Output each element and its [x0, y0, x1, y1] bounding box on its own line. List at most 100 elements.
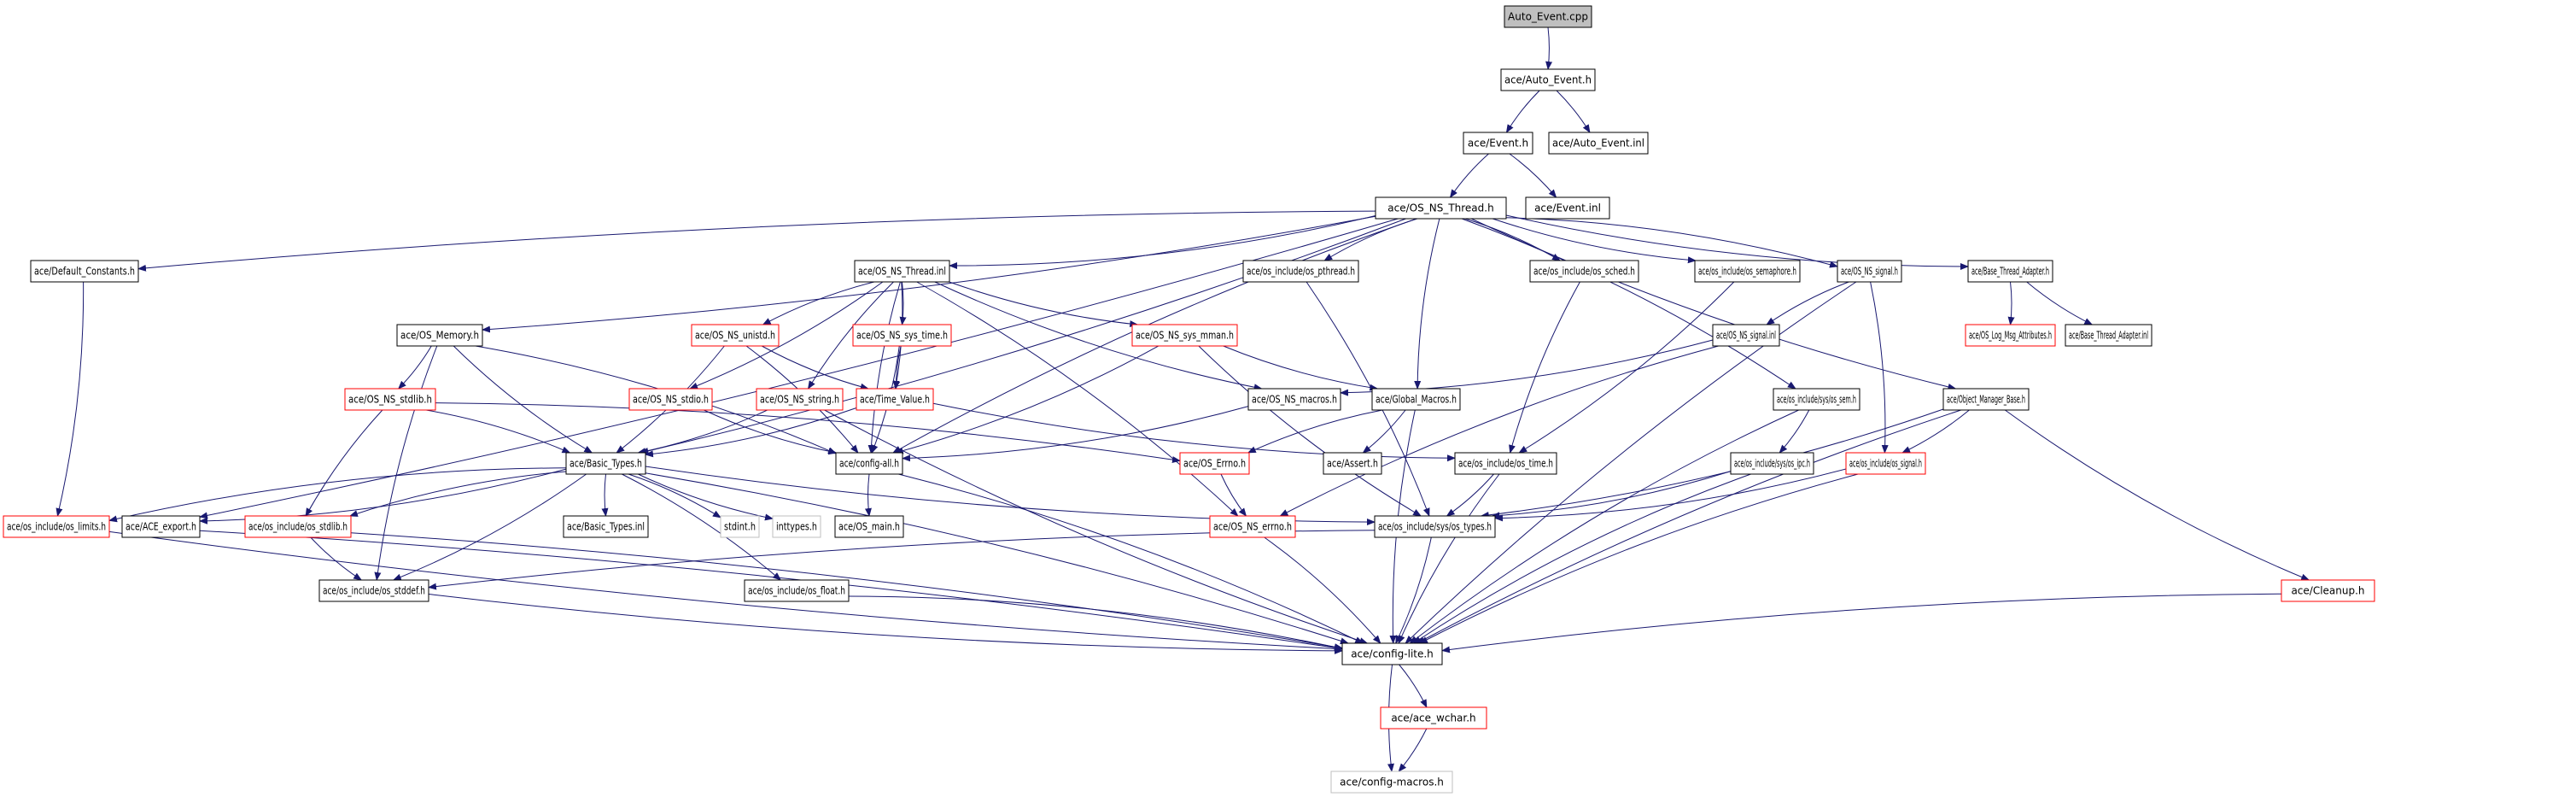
node-base_thread_adapter_h[interactable]: ace/Base_Thread_Adapter.h: [1967, 260, 2053, 283]
node-os_signal_h[interactable]: ace/os_include/os_signal.h: [1845, 452, 1926, 475]
edge-object_manager_base_h-to-os_signal_h: [1901, 409, 1970, 454]
node-event_inl[interactable]: ace/Event.inl: [1525, 196, 1610, 220]
node-os_semaphore_h[interactable]: ace/os_include/os_semaphore.h: [1694, 260, 1801, 283]
node-label: ace/Auto_Event.h: [1504, 74, 1592, 86]
node-os_main_h[interactable]: ace/OS_main.h: [834, 515, 904, 538]
node-os_ns_stdlib_h[interactable]: ace/OS_NS_stdlib.h: [344, 388, 436, 411]
node-os_time_h[interactable]: ace/os_include/os_time.h: [1454, 452, 1557, 475]
node-auto_event_h[interactable]: ace/Auto_Event.h: [1500, 68, 1596, 91]
node-os_ns_stdio_h[interactable]: ace/OS_NS_stdio.h: [628, 388, 713, 411]
node-label: ace/Object_Manager_Base.h: [1947, 394, 2025, 406]
node-os_sched_h[interactable]: ace/os_include/os_sched.h: [1529, 260, 1639, 283]
node-label: ace/os_include/sys/os_sem.h: [1777, 394, 1856, 406]
node-object_manager_base_h[interactable]: ace/Object_Manager_Base.h: [1942, 388, 2030, 411]
node-os_log_msg_attributes_h[interactable]: ace/OS_Log_Msg_Attributes.h: [1965, 324, 2056, 347]
node-box: [1837, 260, 1902, 283]
edge-os_ns_sys_time_h-to-time_value_h: [892, 345, 902, 390]
edge-os_ns_stdlib_h-to-basic_types_h: [426, 409, 571, 454]
node-box: [772, 515, 821, 538]
node-box: [628, 388, 713, 411]
node-cleanup_h[interactable]: ace/Cleanup.h: [2281, 579, 2375, 602]
node-box: [2065, 324, 2153, 347]
edge-os_ns_stdlib_h-to-os_errno_h: [435, 402, 1181, 464]
node-base_thread_adapter_inl[interactable]: ace/Base_Thread_Adapter.inl: [2065, 324, 2153, 347]
node-auto_event_inl[interactable]: ace/Auto_Event.inl: [1548, 132, 1649, 155]
node-os_ns_errno_h[interactable]: ace/OS_NS_errno.h: [1209, 515, 1296, 538]
node-label: ace/Default_Constants.h: [34, 266, 135, 278]
node-auto_event_cpp[interactable]: Auto_Event.cpp: [1504, 5, 1592, 28]
edge-os_ns_thread_h-to-object_manager_base_h: [1470, 218, 1957, 390]
node-os_ns_sys_mman_h[interactable]: ace/OS_NS_sys_mman.h: [1131, 324, 1238, 347]
node-default_constants_h[interactable]: ace/Default_Constants.h: [30, 260, 139, 283]
node-os_ns_thread_h[interactable]: ace/OS_NS_Thread.h: [1375, 196, 1507, 220]
node-global_macros_h[interactable]: ace/Global_Macros.h: [1371, 388, 1461, 411]
node-box: [1548, 132, 1649, 155]
node-config_all_h[interactable]: ace/config-all.h: [835, 452, 903, 475]
edge-os_float_h-to-config_lite_h: [848, 595, 1343, 651]
edge-object_manager_base_h-to-config_lite_h: [1416, 409, 1961, 644]
node-label: ace/OS_NS_unistd.h: [695, 330, 775, 342]
node-os_pthread_h[interactable]: ace/os_include/os_pthread.h: [1242, 260, 1359, 283]
edge-global_macros_h-to-assert_h: [1362, 409, 1406, 454]
node-os_ns_thread_inl[interactable]: ace/OS_NS_Thread.inl: [854, 260, 950, 283]
edge-os_ns_thread_h-to-os_ns_signal_h: [1505, 217, 1838, 268]
edge-os_ns_signal_h-to-os_ns_signal_inl: [1766, 281, 1849, 325]
node-ace_wchar_h[interactable]: ace/ace_wchar.h: [1380, 706, 1487, 730]
node-label: ace/OS_NS_macros.h: [1252, 394, 1337, 406]
node-label: ace/OS_NS_Thread.inl: [858, 266, 946, 278]
node-label: ace/os_include/os_semaphore.h: [1698, 266, 1796, 278]
node-os_stddef_h[interactable]: ace/os_include/os_stddef.h: [318, 579, 429, 602]
node-assert_h[interactable]: ace/Assert.h: [1323, 452, 1382, 475]
node-config_lite_h[interactable]: ace/config-lite.h: [1341, 642, 1443, 665]
node-box: [121, 515, 201, 538]
node-os_errno_h[interactable]: ace/OS_Errno.h: [1179, 452, 1250, 475]
edge-os_ns_sys_mman_h-to-os_sys_types_h: [1198, 345, 1422, 517]
node-os_float_h[interactable]: ace/os_include/os_float.h: [744, 579, 850, 602]
node-box: [1967, 260, 2053, 283]
node-os_limits_h[interactable]: ace/os_include/os_limits.h: [3, 515, 110, 538]
edge-default_constants_h-to-os_limits_h: [55, 281, 85, 517]
node-os_sys_sem_h[interactable]: ace/os_include/sys/os_sem.h: [1773, 388, 1860, 411]
node-os_ns_unistd_h[interactable]: ace/OS_NS_unistd.h: [691, 324, 780, 347]
node-basic_types_inl[interactable]: ace/Basic_Types.inl: [563, 515, 649, 538]
node-os_ns_sys_time_h[interactable]: ace/OS_NS_sys_time.h: [852, 324, 952, 347]
edge-os_signal_h-to-config_lite_h: [1419, 473, 1859, 644]
edge-os_ns_signal_inl-to-os_ns_errno_h: [1279, 345, 1719, 517]
node-label: ace/Assert.h: [1327, 458, 1378, 470]
node-ace_export_h[interactable]: ace/ACE_export.h: [121, 515, 201, 538]
node-os_stdlib_h[interactable]: ace/os_include/os_stdlib.h: [244, 515, 352, 538]
node-os_sys_ipc_h[interactable]: ace/os_include/sys/os_ipc.h: [1730, 452, 1814, 475]
node-label: ace/os_include/sys/os_ipc.h: [1734, 458, 1810, 470]
edge-ace_export_h-to-config_lite_h: [199, 530, 1343, 652]
edge-os_ns_thread_h-to-ace_export_h: [199, 218, 1399, 519]
node-event_h[interactable]: ace/Event.h: [1463, 132, 1533, 155]
node-label: ace/OS_NS_sys_mman.h: [1136, 330, 1234, 342]
node-os_ns_macros_h[interactable]: ace/OS_NS_macros.h: [1247, 388, 1341, 411]
node-label: ace/OS_NS_signal.h: [1841, 266, 1898, 278]
node-box: [1374, 515, 1496, 538]
node-box: [1463, 132, 1533, 155]
edge-os_ns_thread_h-to-os_semaphore_h: [1492, 218, 1697, 264]
node-time_value_h[interactable]: ace/Time_Value.h: [856, 388, 934, 411]
node-label: ace/Base_Thread_Adapter.inl: [2069, 330, 2148, 342]
edge-os_ns_thread_h-to-basic_types_h: [640, 218, 1406, 454]
node-label: ace/os_include/os_stddef.h: [323, 585, 425, 597]
edge-basic_types_h-to-stdint_h: [628, 473, 721, 519]
edge-os_sys_sem_h-to-os_sys_ipc_h: [1779, 409, 1810, 454]
node-os_memory_h[interactable]: ace/OS_Memory.h: [396, 324, 483, 347]
node-os_ns_string_h[interactable]: ace/OS_NS_string.h: [756, 388, 844, 411]
node-os_ns_signal_h[interactable]: ace/OS_NS_signal.h: [1837, 260, 1902, 283]
node-os_sys_types_h[interactable]: ace/os_include/sys/os_types.h: [1374, 515, 1496, 538]
node-box: [1242, 260, 1359, 283]
node-os_ns_signal_inl[interactable]: ace/OS_NS_signal.inl: [1712, 324, 1780, 347]
node-label: ace/Event.h: [1468, 138, 1528, 149]
edge-object_manager_base_h-to-os_sys_types_h: [1480, 408, 1944, 519]
node-label: ace/os_include/os_limits.h: [7, 521, 106, 533]
node-box: [835, 452, 903, 475]
node-label: ace/os_include/os_time.h: [1458, 458, 1553, 470]
edge-os_ns_string_h-to-basic_types_h: [637, 409, 768, 455]
nodes-layer: Auto_Event.cpp ace/Auto_Event.h ace/Event.…: [3, 5, 2375, 794]
node-basic_types_h[interactable]: ace/Basic_Types.h: [565, 452, 646, 475]
edge-os_ns_errno_h-to-config_lite_h: [1264, 536, 1381, 644]
